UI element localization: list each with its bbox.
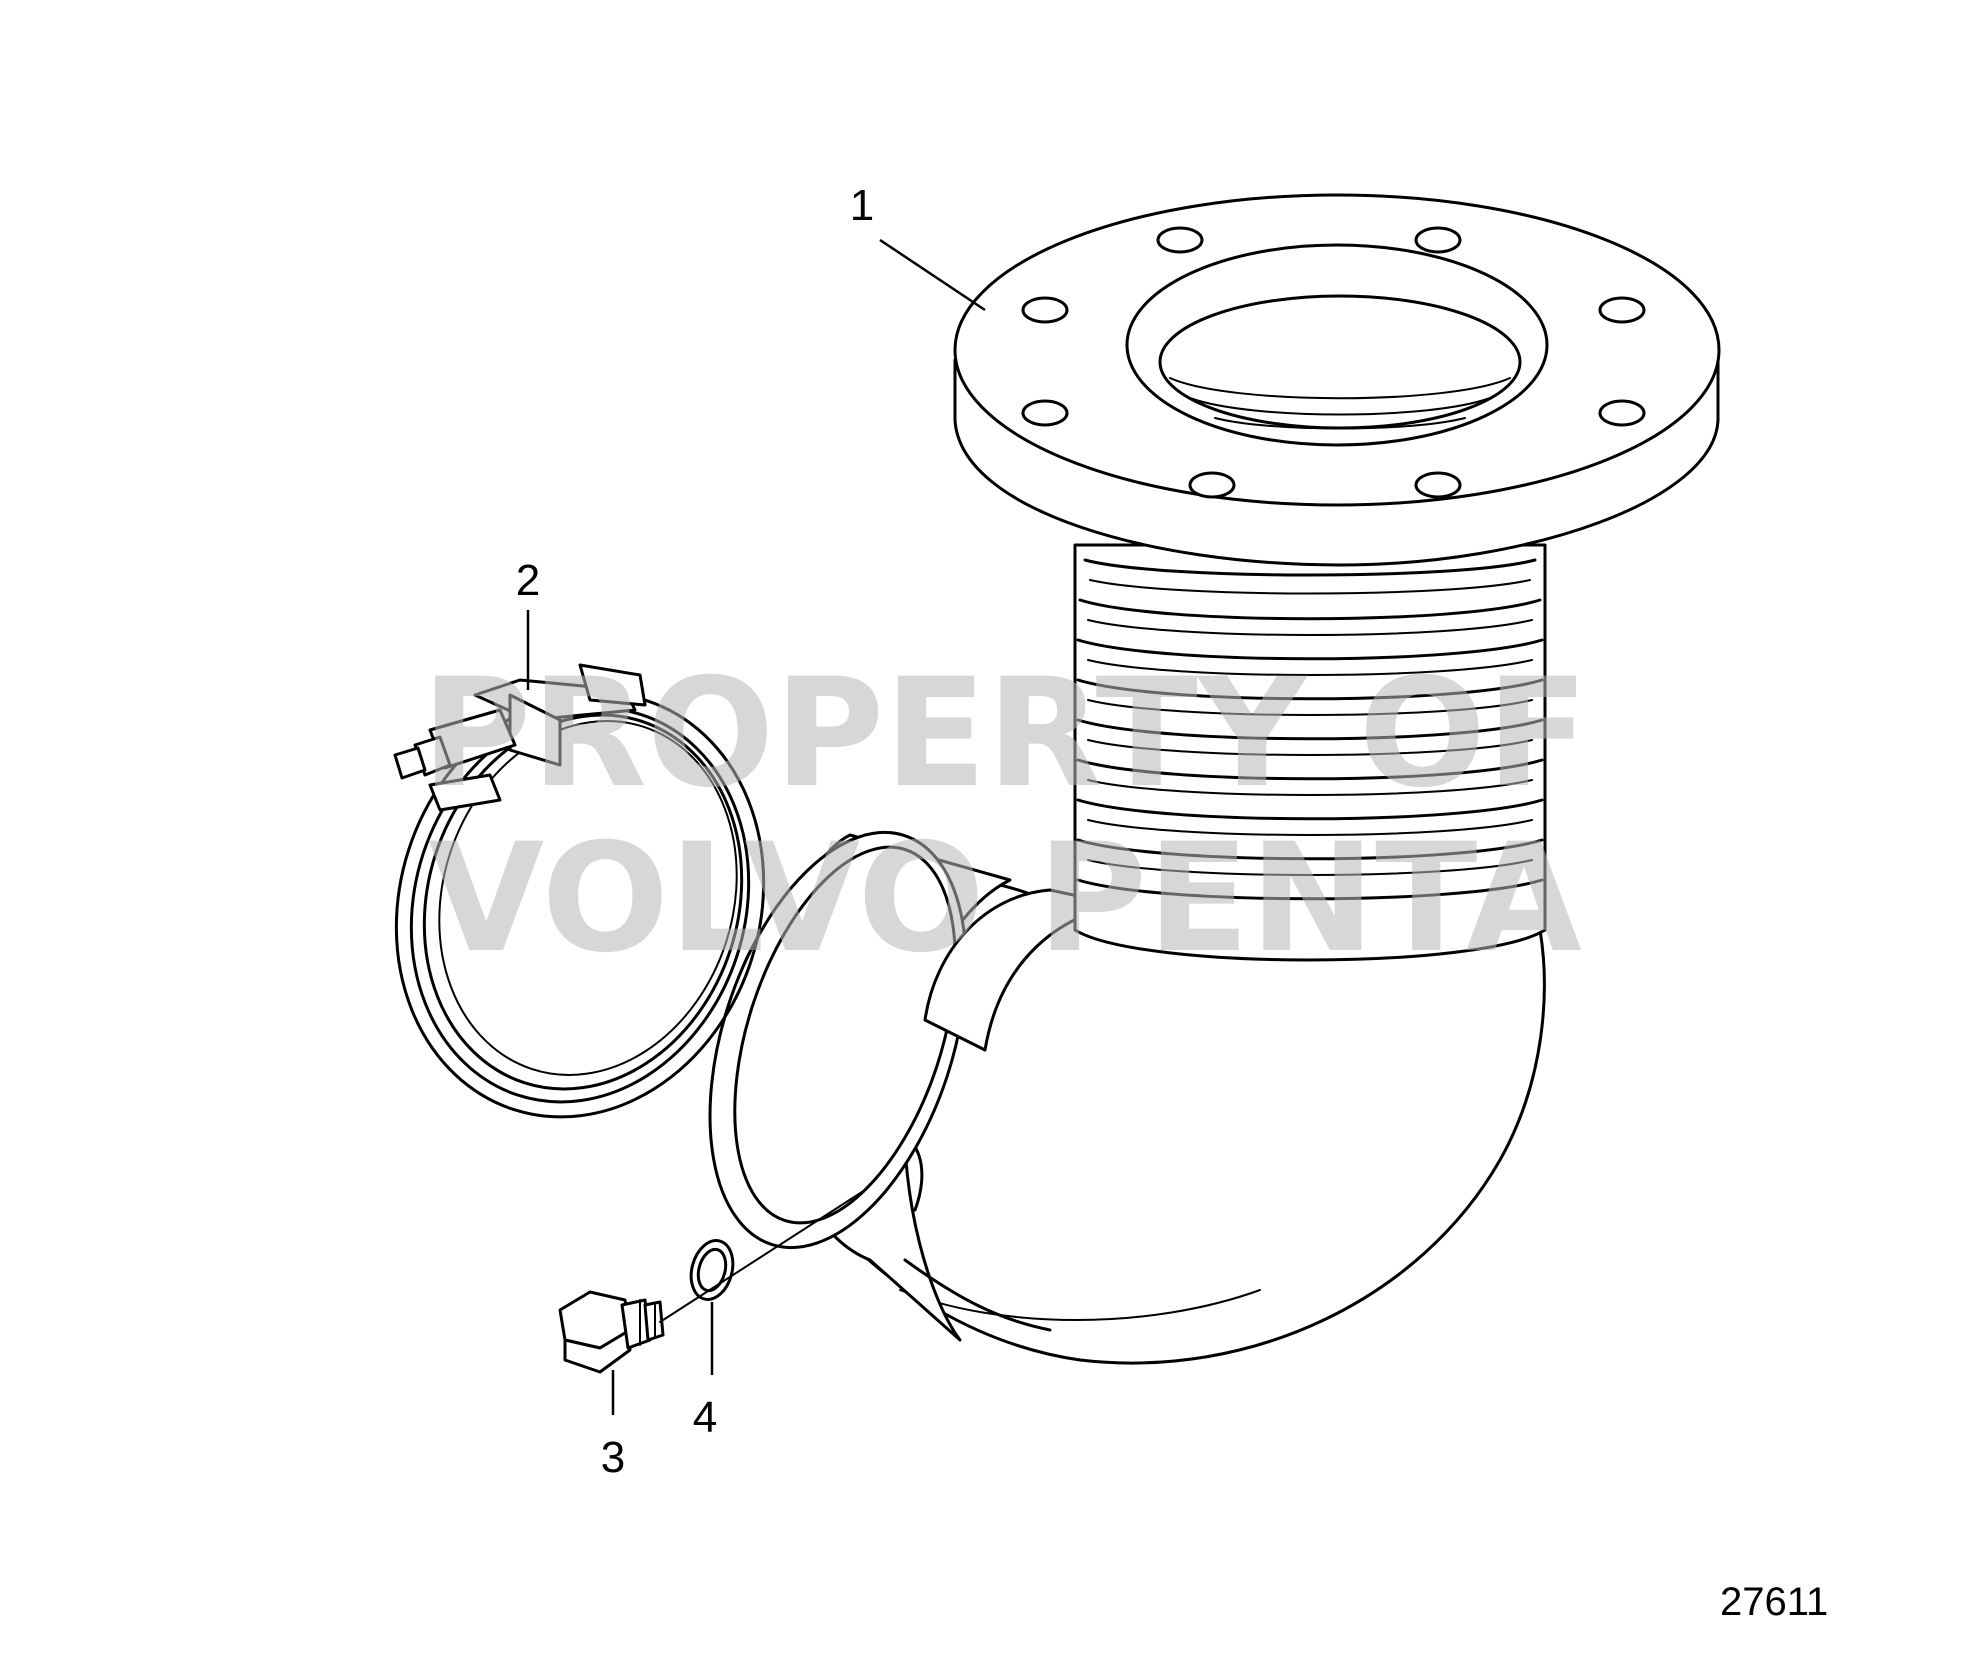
watermark: PROPERTY OF VOLVO PENTA: [421, 647, 1588, 986]
mounting-flange: [953, 193, 1721, 567]
callout-label-1: 1: [850, 181, 874, 230]
elbow-outlet-flange: [708, 830, 1122, 1342]
bellows: [1073, 543, 1547, 962]
watermark-line-1: PROPERTY OF: [421, 647, 1588, 821]
sealing-washer: [689, 1239, 735, 1301]
watermark-line-2: VOLVO PENTA: [428, 812, 1582, 986]
callout-label-4: 4: [693, 1393, 717, 1442]
callout-label-2: 2: [516, 556, 540, 605]
figure-number: 27611: [1720, 1580, 1829, 1624]
assembly-axis-line: [659, 1189, 866, 1323]
v-band-clamp: [393, 663, 766, 1119]
drain-plug: [558, 1290, 665, 1374]
callout-label-3: 3: [601, 1433, 625, 1482]
callout-leader-1: [879, 238, 986, 312]
flange-bolt-holes: [1021, 226, 1646, 499]
